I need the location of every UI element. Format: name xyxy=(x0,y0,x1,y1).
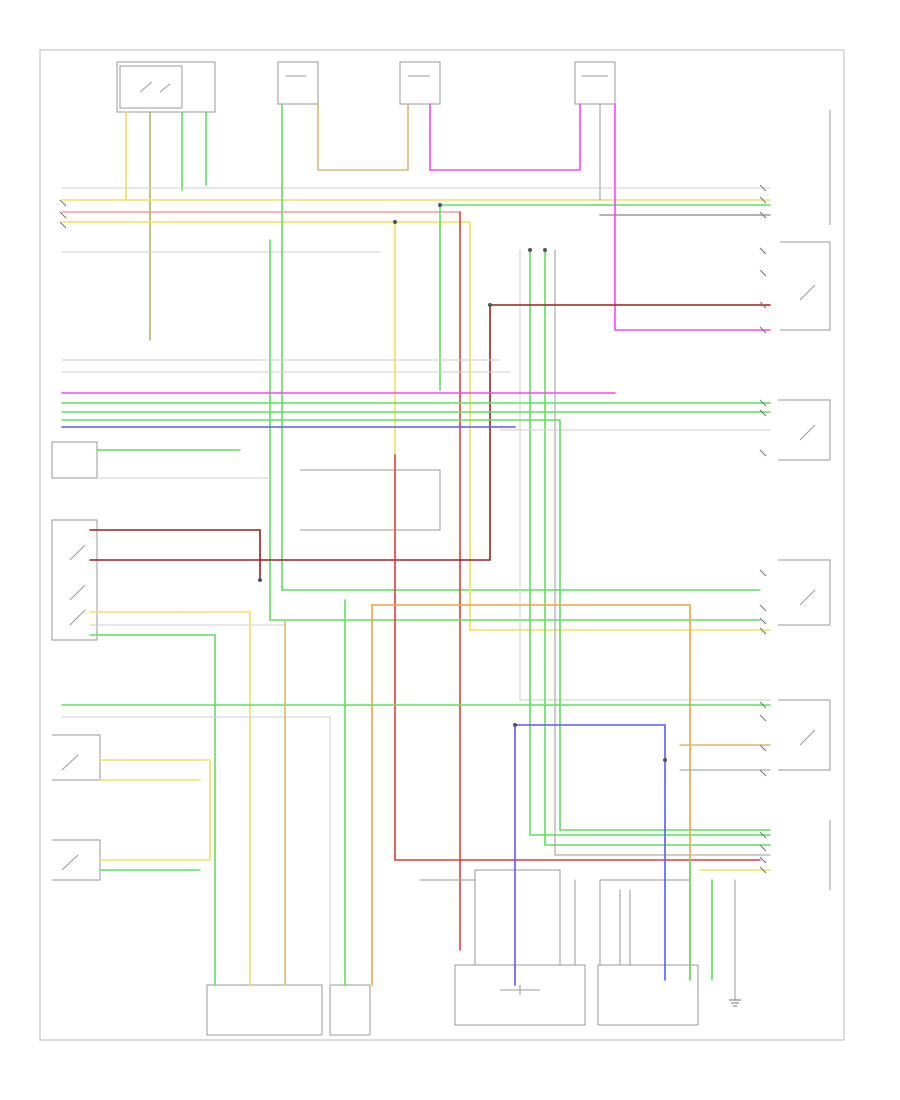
connector-ticks xyxy=(59,184,767,874)
wires xyxy=(61,103,771,1001)
bottom-component-group xyxy=(206,869,699,1036)
diagram-border xyxy=(39,49,845,1041)
ground-symbol xyxy=(729,999,741,1007)
top-relay-3 xyxy=(574,61,616,105)
left-component-group xyxy=(51,441,101,881)
center-relay-component xyxy=(300,469,441,531)
junction-dots xyxy=(258,203,667,762)
top-relay-1 xyxy=(277,61,319,105)
top-relay-2 xyxy=(399,61,441,105)
top-left-switch-component xyxy=(116,61,216,113)
right-component-group xyxy=(778,110,831,890)
